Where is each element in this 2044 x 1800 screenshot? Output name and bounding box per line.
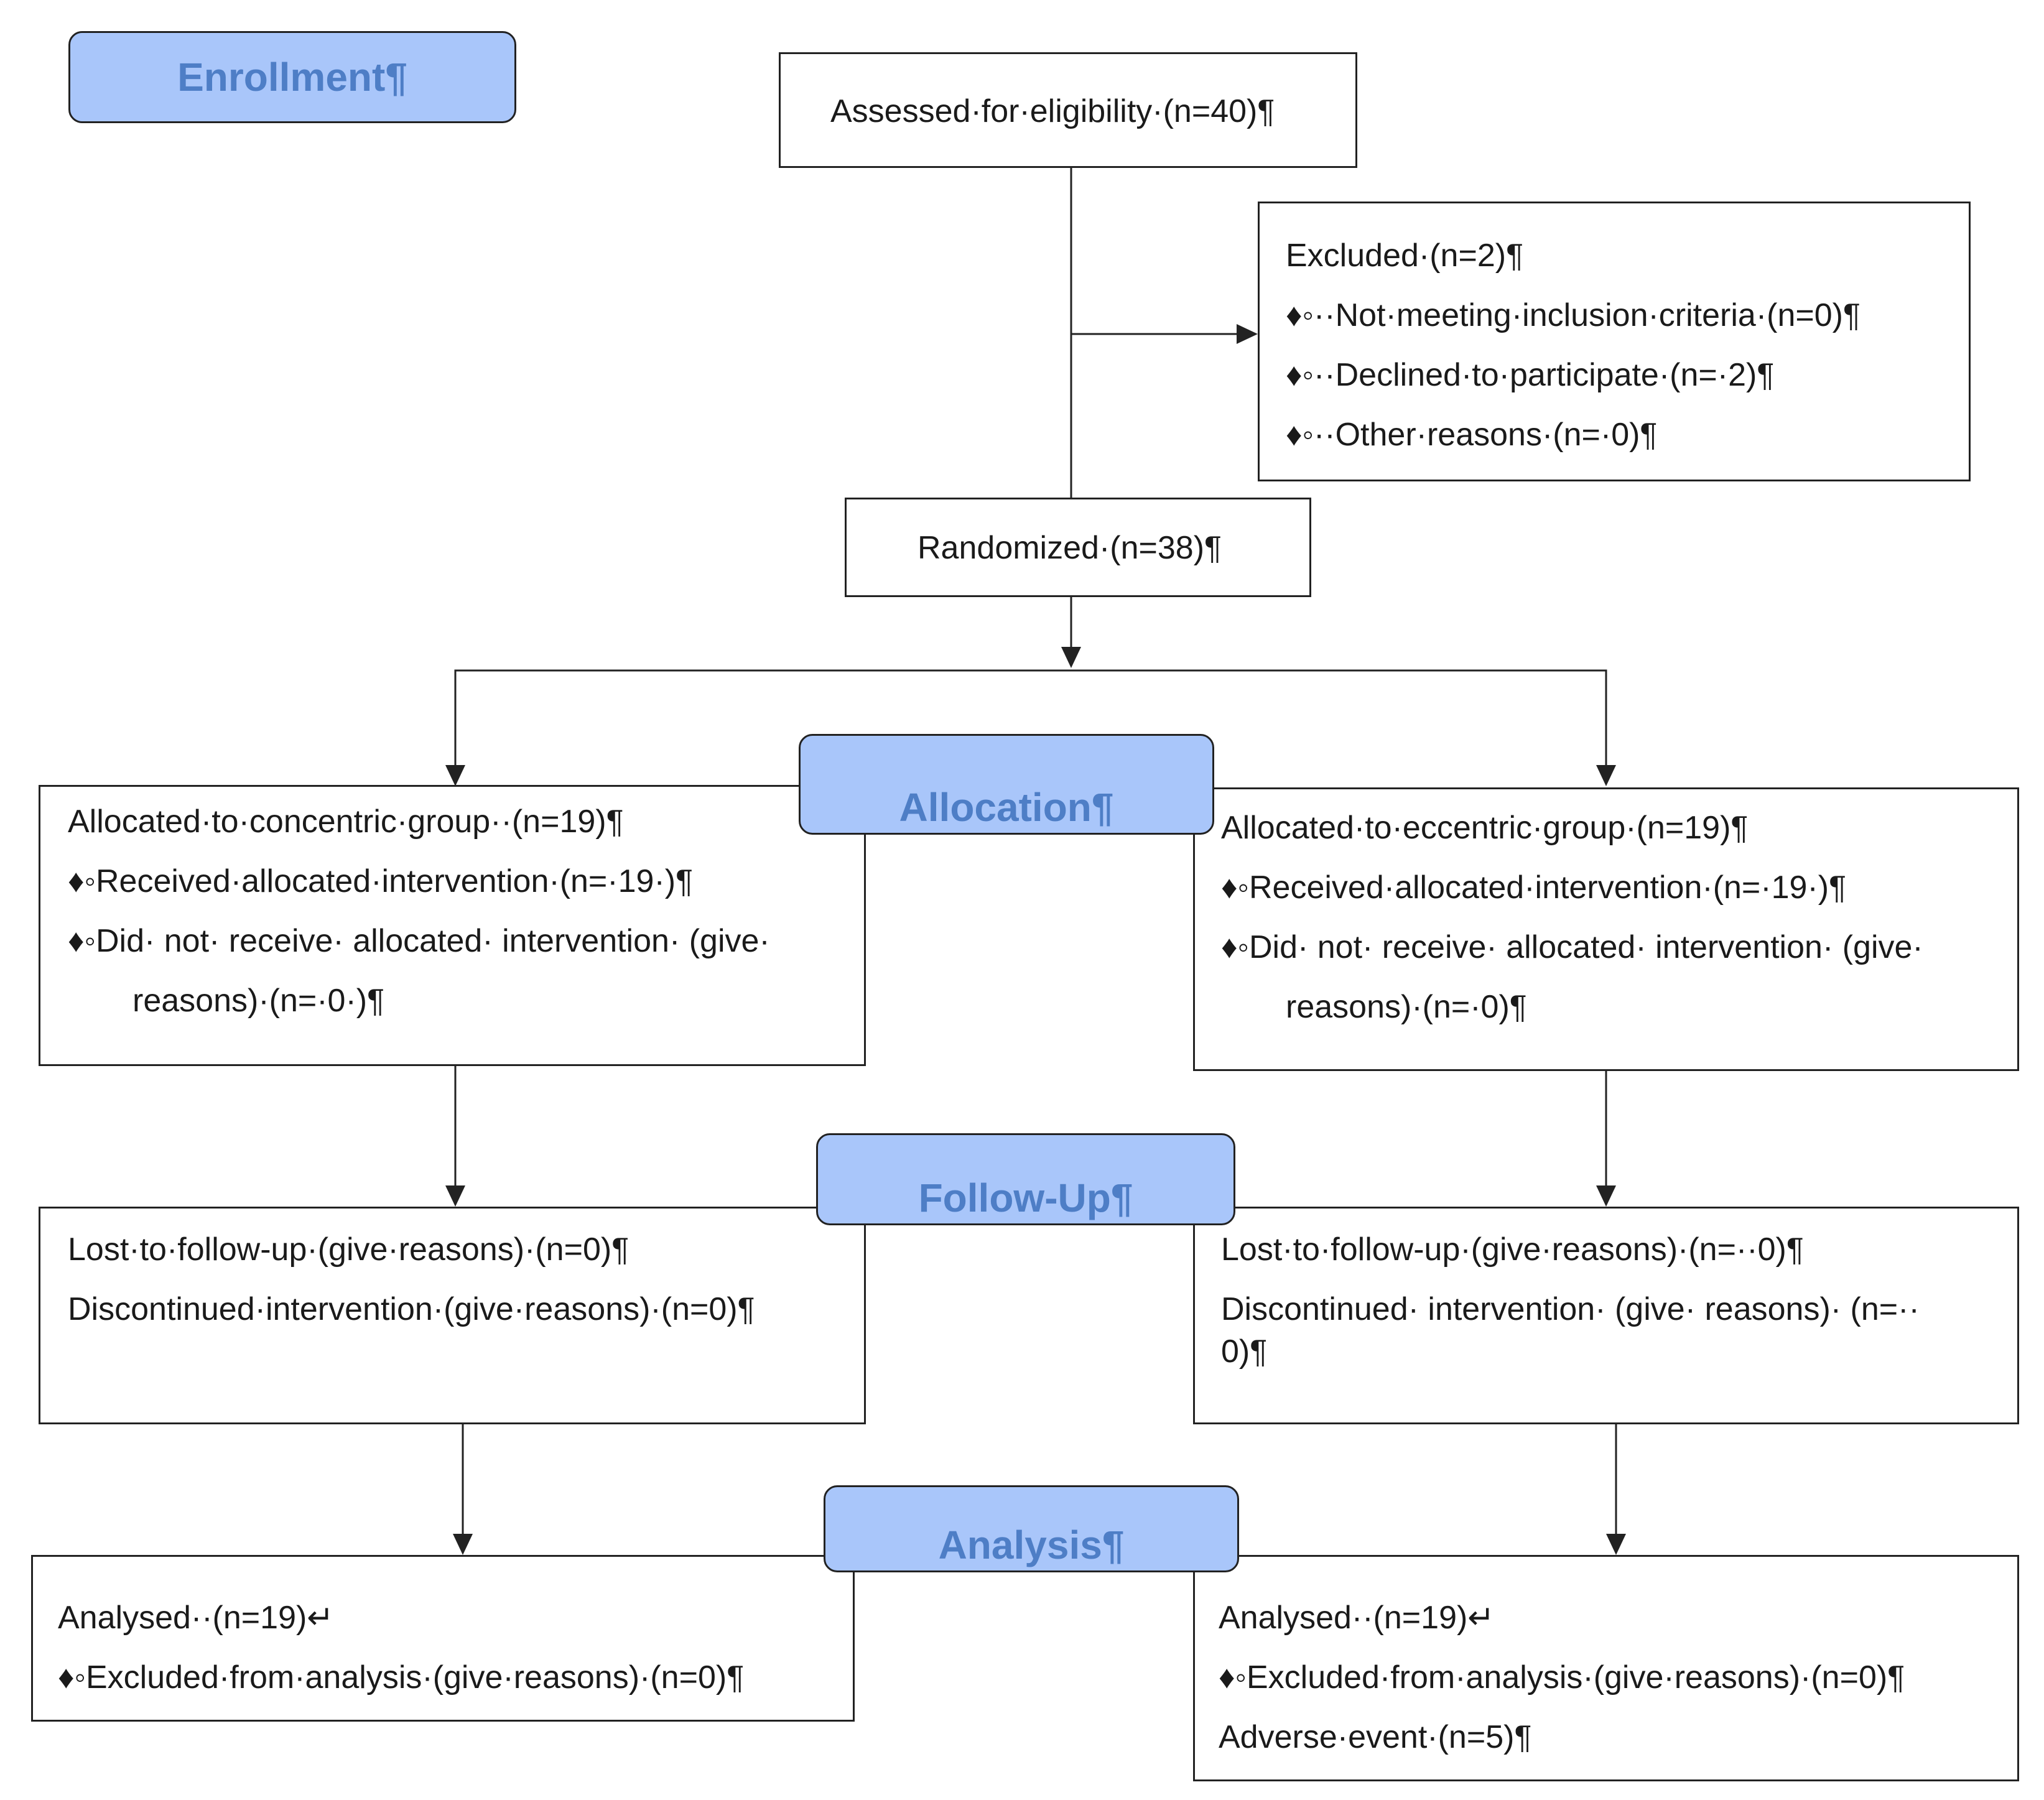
analysis-right-excluded: ♦◦Excluded·from·analysis·(give·reasons)·…	[1219, 1659, 1905, 1696]
stage-allocation: Allocation¶	[799, 734, 1214, 835]
allocation-right-not-received-cont: reasons)·(n=·0)¶	[1286, 989, 1527, 1025]
followup-left-box: Lost·to·follow-up·(give·reasons)·(n=0)¶ …	[39, 1207, 866, 1424]
stage-follow-up: Follow-Up¶	[816, 1133, 1235, 1225]
allocation-right-received: ♦◦Received·allocated·intervention·(n=·19…	[1221, 870, 1847, 906]
randomized-box: Randomized·(n=38)¶	[845, 498, 1311, 597]
excluded-item-inclusion: ♦◦··Not·meeting·inclusion·criteria·(n=0)…	[1286, 297, 1861, 333]
followup-left-lost: Lost·to·follow-up·(give·reasons)·(n=0)¶	[68, 1232, 629, 1268]
analysis-left-analysed: Analysed··(n=19)↵	[58, 1600, 334, 1636]
stage-analysis: Analysis¶	[824, 1485, 1239, 1572]
arrowhead-analysis-left	[453, 1534, 473, 1555]
stage-allocation-label: Allocation¶	[899, 785, 1114, 830]
followup-right-box: Lost·to·follow-up·(give·reasons)·(n=··0)…	[1193, 1207, 2019, 1424]
stage-enrollment: Enrollment¶	[68, 31, 516, 123]
analysis-right-box: Analysed··(n=19)↵ ♦◦Excluded·from·analys…	[1193, 1555, 2019, 1781]
arrowhead-alloc-left	[445, 765, 465, 786]
allocation-right-not-received: ♦◦Did· not· receive· allocated· interven…	[1221, 929, 1923, 965]
allocation-right-box: Allocated·to·eccentric·group·(n=19)¶ ♦◦R…	[1193, 787, 2019, 1071]
excluded-item-declined: ♦◦··Declined·to·participate·(n=·2)¶	[1286, 357, 1775, 393]
assessed-text: Assessed·for·eligibility·(n=40)¶	[830, 93, 1275, 129]
followup-right-discontinued-cont: 0)¶	[1221, 1334, 1268, 1370]
stage-follow-up-label: Follow-Up¶	[918, 1176, 1133, 1220]
analysis-right-adverse: Adverse·event·(n=5)¶	[1219, 1719, 1532, 1755]
assessed-box: Assessed·for·eligibility·(n=40)¶	[779, 52, 1357, 168]
arrowhead-alloc-right	[1596, 765, 1616, 786]
randomized-text: Randomized·(n=38)¶	[917, 530, 1222, 566]
followup-left-discontinued: Discontinued·intervention·(give·reasons)…	[68, 1291, 755, 1327]
followup-right-lost: Lost·to·follow-up·(give·reasons)·(n=··0)…	[1221, 1232, 1804, 1268]
analysis-left-box: Analysed··(n=19)↵ ♦◦Excluded·from·analys…	[31, 1555, 855, 1722]
allocation-left-received: ♦◦Received·allocated·intervention·(n=·19…	[68, 863, 694, 899]
excluded-box: Excluded·(n=2)¶ ♦◦··Not·meeting·inclusio…	[1258, 202, 1971, 481]
allocation-right-title: Allocated·to·eccentric·group·(n=19)¶	[1221, 810, 1749, 846]
arrowhead-followup-left	[445, 1185, 465, 1207]
allocation-left-title: Allocated·to·concentric·group··(n=19)¶	[68, 804, 624, 840]
analysis-right-analysed: Analysed··(n=19)↵	[1219, 1600, 1495, 1636]
arrowhead-excluded	[1237, 324, 1258, 344]
allocation-left-box: Allocated·to·concentric·group··(n=19)¶ ♦…	[39, 785, 866, 1066]
allocation-left-not-received-cont: reasons)·(n=·0·)¶	[132, 983, 385, 1019]
stage-analysis-label: Analysis¶	[938, 1523, 1125, 1567]
arrowhead-analysis-right	[1606, 1534, 1626, 1555]
connector-split-bar	[454, 669, 1607, 771]
followup-right-discontinued: Discontinued· intervention· (give· reaso…	[1221, 1291, 1920, 1327]
arrowhead-followup-right	[1596, 1185, 1616, 1207]
analysis-left-excluded: ♦◦Excluded·from·analysis·(give·reasons)·…	[58, 1659, 745, 1696]
excluded-item-other: ♦◦··Other·reasons·(n=·0)¶	[1286, 417, 1658, 453]
allocation-left-not-received: ♦◦Did· not· receive· allocated· interven…	[68, 923, 770, 959]
excluded-title: Excluded·(n=2)¶	[1286, 238, 1524, 274]
stage-enrollment-label: Enrollment¶	[177, 55, 407, 100]
arrowhead-randomized	[1061, 647, 1081, 668]
